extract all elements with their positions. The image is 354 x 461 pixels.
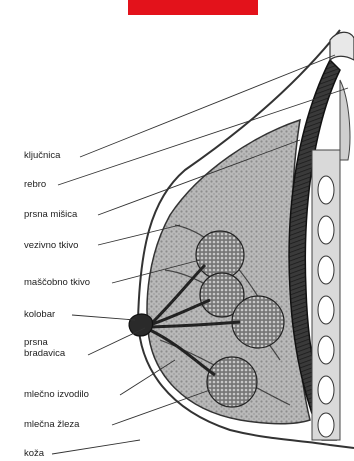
label-connective-tissue: vezivno tkivo <box>24 240 78 251</box>
label-mammary-gland: mlečna žleza <box>24 419 79 430</box>
label-fat-tissue: maščobno tkivo <box>24 277 90 288</box>
label-rib: rebro <box>24 179 46 190</box>
nipple <box>129 314 152 336</box>
label-areola: kolobar <box>24 309 55 320</box>
label-milk-duct: mlečno izvodilo <box>24 389 89 400</box>
label-skin: koža <box>24 448 44 459</box>
label-clavicle: ključnica <box>24 150 60 161</box>
label-nipple-line2: bradavica <box>24 348 65 359</box>
label-pectoral-muscle: prsna mišica <box>24 209 77 220</box>
label-nipple-line1: prsna <box>24 337 48 348</box>
